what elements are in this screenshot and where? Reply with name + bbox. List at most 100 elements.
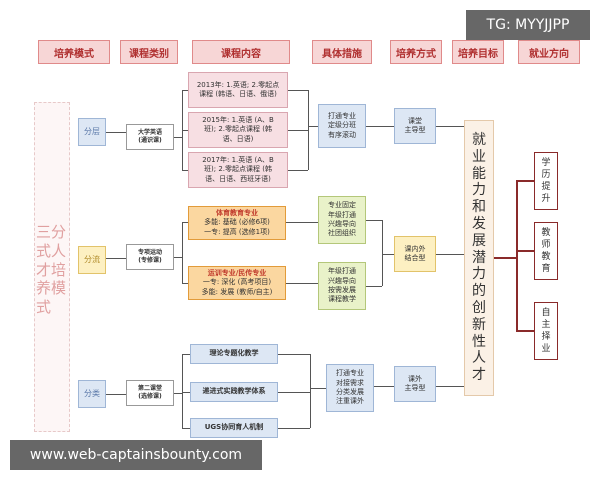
line-l8 [288,130,308,131]
category-classified: 第二课堂 (选修课) [126,380,174,406]
vertical-char: 潜 [472,249,486,266]
header-career: 就业方向 [518,40,580,64]
line-g1 [494,257,516,259]
vertical-char: 人 [472,350,486,367]
line-l10 [308,90,309,170]
measure-classified: 打通专业 对接需求 分类发展 注重课外 [326,364,374,412]
course-training: 运训专业/民传专业 一专: 深化 (高考项目) 多能: 发展 (教师/自主) [188,266,286,300]
line-l9 [288,170,308,171]
line-l4 [182,90,188,91]
vertical-char: 三 [36,223,52,242]
vertical-char: 力 [472,266,486,283]
category-layered: 大学英语 (通识课) [126,124,174,150]
header-method: 培养方式 [390,40,442,64]
vertical-char: 式 [36,241,52,260]
line-l7 [288,90,308,91]
line-l11 [308,126,318,127]
line-c9 [278,428,310,429]
title-vertical: 三分式人才培养模式 [36,170,68,370]
goal-text: 就业能力和发展潜力的创新性人才 [472,132,486,384]
method-layered: 课堂 主导型 [394,108,436,144]
vertical-char: 的 [472,283,486,300]
watermark-site: www.web-captainsbounty.com [10,440,262,470]
line-c3 [182,354,183,428]
vertical-char: 才 [472,367,486,384]
career-degree-text: 学历提升 [541,157,550,206]
career-self: 自主择业 [534,302,558,360]
course-ugs: UGS协同育人机制 [190,418,278,438]
category-flow: 专项运动 (专修课) [126,244,174,270]
vertical-char: 业 [541,344,551,355]
line-c5 [182,392,190,393]
vertical-char: 培 [51,260,67,279]
course-training-lines: 一专: 深化 (高考项目) 多能: 发展 (教师/自主) [201,278,273,296]
line-c1 [106,394,126,395]
header-goal: 培养目标 [452,40,504,64]
vertical-char: 分 [51,223,67,242]
vertical-char: 发 [472,216,486,232]
line-c4 [182,354,190,355]
line-l1 [106,132,126,133]
vertical-char: 育 [541,264,551,275]
vertical-char: 学 [541,157,551,168]
line-f4 [182,222,188,223]
vertical-char: 式 [36,298,52,317]
vertical-char: 创 [472,299,486,316]
vertical-char: 自 [541,307,551,318]
method-flow: 课内外 结合型 [394,236,436,272]
header-content: 课程内容 [192,40,290,64]
course-practice: 递进式实践教学体系 [190,382,278,402]
career-self-text: 自主择业 [541,307,550,356]
vertical-char: 提 [541,182,551,192]
vertical-char: 主 [541,319,551,330]
line-l6 [182,170,188,171]
line-g3 [516,180,534,182]
stage-flow: 分流 [78,246,106,274]
vertical-char: 师 [541,239,551,250]
goal-box: 就业能力和发展潜力的创新性人才 [464,120,494,396]
vertical-char: 教 [541,227,551,238]
vertical-char: 升 [541,194,551,205]
line-l13 [436,126,464,127]
measure-flow-2: 年级打通 兴趣导向 按需发展 课程教学 [318,262,366,310]
line-g4 [516,250,534,252]
course-theory: 理论专题化教学 [190,344,278,364]
vertical-char: 才 [36,260,52,279]
line-c10 [310,354,311,428]
line-f11 [382,254,394,255]
vertical-char: 新 [472,316,486,333]
vertical-char: 模 [51,279,67,298]
line-f2 [174,257,182,258]
measure-flow-1: 专业固定 年级打通 兴趣导向 社团组织 [318,196,366,244]
line-c13 [436,386,464,387]
course-pe-education: 体育教育专业 多能: 基础 (必修6项) 一专: 提高 (选修1项) [188,206,286,240]
vertical-char: 力 [472,182,486,199]
career-teacher: 教师教育 [534,222,558,280]
course-training-title: 运训专业/民传专业 [207,268,267,277]
career-teacher-text: 教师教育 [541,227,550,276]
stage-classified: 分类 [78,380,106,408]
vertical-char: 养 [36,279,52,298]
line-f10 [382,220,383,286]
course-pe-education-lines: 多能: 基础 (必修6项) 一专: 提高 (选修1项) [204,218,270,236]
line-c7 [278,354,310,355]
line-f7 [286,283,318,284]
line-c11 [310,388,326,389]
vertical-char: 历 [541,169,551,180]
line-c6 [182,428,190,429]
vertical-char: 性 [472,333,486,350]
line-c12 [374,386,394,387]
line-f12 [436,254,464,255]
line-l12 [366,126,394,127]
line-f5 [182,283,188,284]
course-2015: 2015年: 1.英语 (A、B 班); 2.零起点课程 (韩 语、日语) [188,112,288,148]
header-measures: 具体措施 [312,40,372,64]
line-f6 [286,222,318,223]
line-f8 [366,220,382,221]
vertical-char: 人 [51,241,67,260]
vertical-char: 就 [472,132,486,149]
vertical-char: 择 [541,332,551,342]
line-g2 [516,180,518,332]
vertical-char: 能 [472,165,486,182]
career-degree: 学历提升 [534,152,558,210]
